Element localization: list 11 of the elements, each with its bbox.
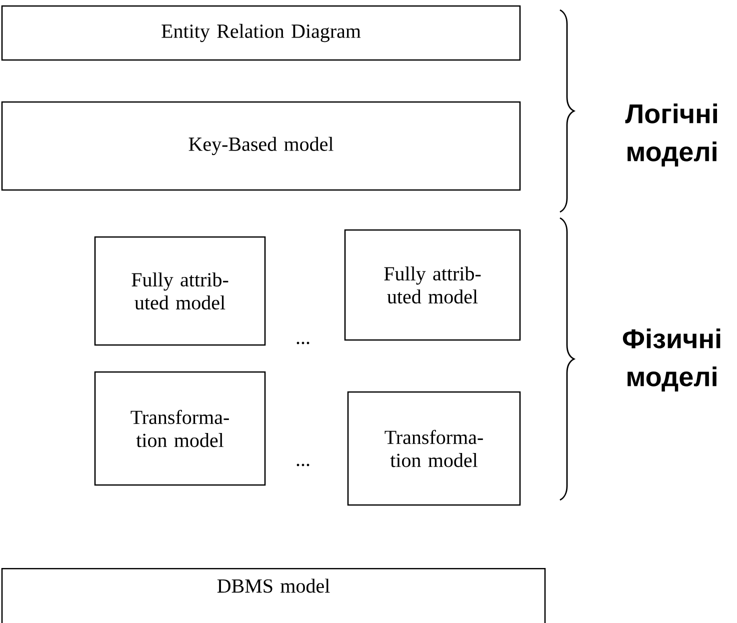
ellipsis: ...: [296, 464, 310, 466]
ellipsis: ...: [296, 342, 310, 344]
model-box: Transforma- tion model: [94, 371, 266, 486]
model-box: Fully attrib- uted model: [344, 229, 521, 341]
group-label: Логічні моделі: [625, 104, 717, 166]
model-box: DBMS model: [1, 568, 546, 623]
model-box: Key-Based model: [1, 101, 521, 191]
model-box: Fully attrib- uted model: [94, 236, 266, 346]
model-box: Entity Relation Diagram: [1, 5, 521, 61]
group-label: Фізичні моделі: [622, 328, 720, 392]
model-box: Transforma- tion model: [347, 391, 521, 506]
